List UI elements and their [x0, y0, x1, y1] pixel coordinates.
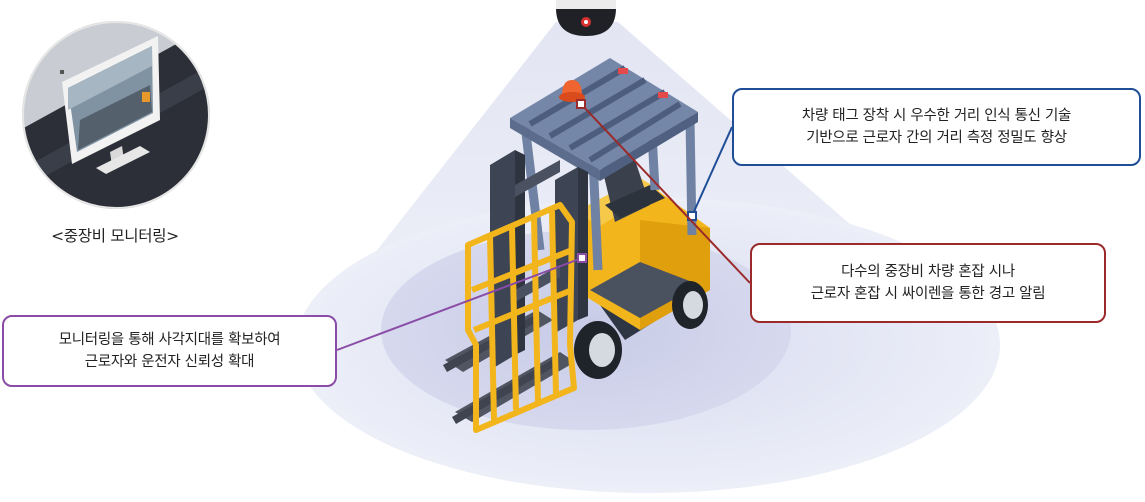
callout-tag-line2: 기반으로 근로자 간의 거리 측정 정밀도 향상: [806, 130, 1067, 146]
callout-tag-distance: 차량 태그 장착 시 우수한 거리 인식 통신 기술 기반으로 근로자 간의 거…: [732, 88, 1141, 166]
forklift: [443, 58, 710, 433]
wheel: [574, 321, 622, 379]
monitor-thumbnail: [22, 21, 210, 209]
monitor-icon: [62, 36, 160, 174]
callout-monitor-line1: 모니터링을 통해 사각지대를 확보하여: [58, 332, 281, 348]
siren-leader: [576, 99, 751, 284]
wheel: [672, 281, 708, 329]
monitor-caption: <중장비 모니터링>: [51, 227, 179, 245]
callout-siren-warning: 다수의 중장비 차량 혼잡 시나 근로자 혼잡 시 싸이렌을 통한 경고 알림: [750, 243, 1106, 323]
siren-icon: [559, 80, 585, 102]
callout-tag-line1: 차량 태그 장착 시 우수한 거리 인식 통신 기술: [801, 108, 1072, 124]
callout-monitoring: 모니터링을 통해 사각지대를 확보하여 근로자와 운전자 신뢰성 확대: [2, 315, 337, 387]
monitor-leader: [336, 253, 587, 351]
callout-monitor-line2: 근로자와 운전자 신뢰성 확대: [84, 354, 255, 370]
callout-siren-line1: 다수의 중장비 차량 혼잡 시나: [841, 264, 1015, 280]
camera-icon: [556, 0, 616, 36]
callout-siren-line2: 근로자 혼잡 시 싸이렌을 통한 경고 알림: [810, 286, 1046, 302]
